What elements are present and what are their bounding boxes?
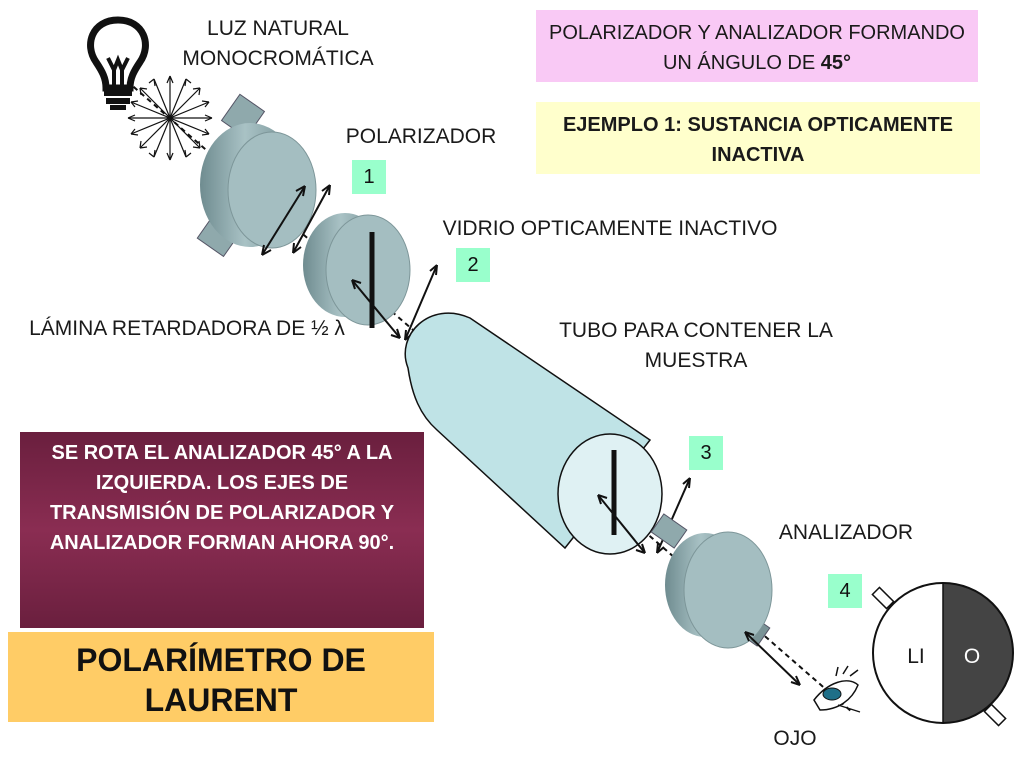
eye-icon [813,665,861,713]
main-title-box: POLARÍMETRO DE LAURENT [8,632,434,722]
step-badge-4: 4 [828,574,862,608]
plate-output-arrows [351,264,438,341]
sample-tube-label: TUBO PARA CONTENER LA MUESTRA [559,319,833,372]
polarizer-label: POLARIZADOR [345,125,497,148]
analyzer-disk [650,513,773,649]
example-number: EJEMPLO 1 [562,114,676,136]
angle-info-text: POLARIZADOR Y ANALIZADOR FORMANDO UN ÁNG… [548,22,965,74]
example-box: EJEMPLO 1: SUSTANCIA OPTICAMENTE INACTIV… [536,102,980,174]
field-right-label: O [963,645,981,668]
angle-info-box: POLARIZADOR Y ANALIZADOR FORMANDO UN ÁNG… [536,10,978,82]
polarizer-disk [196,93,317,258]
eye-label: OJO [773,727,817,750]
field-left-label: LI [907,645,925,668]
natural-light-rays [127,75,213,161]
polarized-light-arrow [292,184,331,254]
glass-label: VIDRIO OPTICAMENTE INACTIVO [442,217,778,240]
tube-output-arrows [597,477,691,554]
light-source-label: LUZ NATURAL MONOCROMÁTICA [182,17,374,70]
main-title: POLARÍMETRO DE LAURENT [76,642,366,718]
half-wave-plate [303,213,411,328]
rotation-note-box: SE ROTA EL ANALIZADOR 45° A LA IZQUIERDA… [20,432,424,628]
sample-tube [404,312,663,555]
retarder-plate-label: LÁMINA RETARDADORA DE ½ λ [29,317,345,340]
angle-value: 45° [820,52,852,74]
step-badge-3: 3 [689,436,723,470]
step-badge-2: 2 [456,248,490,282]
half-shade-field [871,582,1014,727]
rotation-note-text: SE ROTA EL ANALIZADOR 45° A LA IZQUIERDA… [49,442,395,554]
analyzer-arrow [744,631,801,686]
polarizer-transmission-arrow [261,185,306,256]
example-text: : SUSTANCIA OPTICAMENTE INACTIVA [675,114,954,166]
step-badge-1: 1 [352,160,386,194]
analyzer-label: ANALIZADOR [778,521,914,544]
light-bulb-icon [87,16,149,110]
